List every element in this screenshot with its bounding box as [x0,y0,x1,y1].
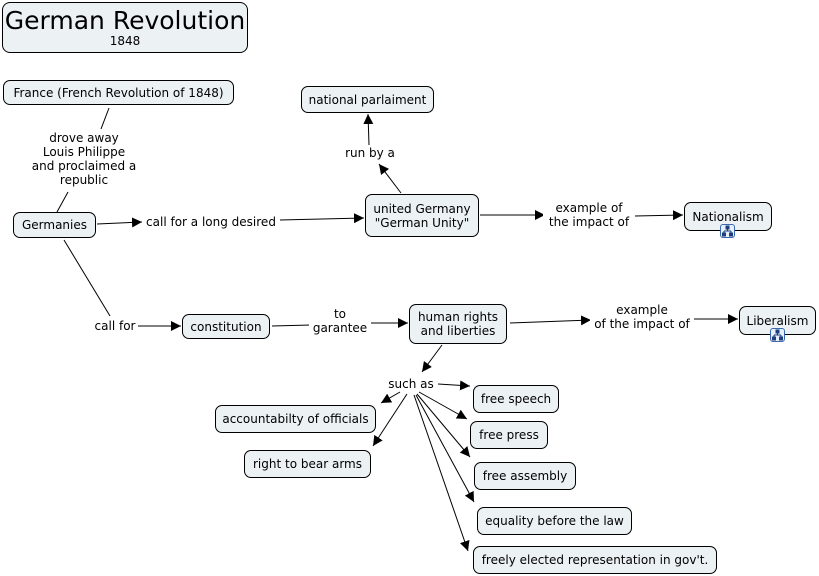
concept-free-assembly[interactable]: free assembly [474,462,576,490]
concept-label: constitution [190,319,262,334]
line-example-nationalism [633,210,684,221]
concept-free-speech[interactable]: free speech [473,385,559,413]
line-suchas-accountability [380,391,401,404]
concept-accountability[interactable]: accountabilty of officials [215,405,376,433]
line-humanrights-example [509,315,592,326]
concept-label: free assembly [482,469,568,483]
link-to-garantee[interactable]: to garantee [309,307,371,335]
concept-label: right to bear arms [253,457,362,471]
link-such-as[interactable]: such as [385,377,437,391]
concept-nationalism[interactable]: Nationalism [684,202,772,231]
concept-bear-arms[interactable]: right to bear arms [244,450,371,478]
concept-label-line2: "German Unity" [374,215,470,230]
concept-label: national parlaiment [308,92,427,107]
concept-france[interactable]: France (French Revolution of 1848) [3,80,234,105]
concept-label: Nationalism [692,209,764,224]
concept-label-line2: and liberties [420,324,496,338]
link-drove-away[interactable]: drove away Louis Philippe and proclaimed… [28,131,140,187]
line-germanies-calllong [96,217,143,228]
line-constitution-garantee [271,324,312,327]
concept-equality[interactable]: equality before the law [477,507,632,535]
concept-constitution[interactable]: constitution [182,314,270,339]
concept-label-line1: human rights [417,310,499,324]
concept-label: Germanies [21,218,88,232]
concept-elected-representation[interactable]: freely elected representation in gov't. [473,546,717,574]
concept-national-parliament[interactable]: national parlaiment [301,86,434,113]
concept-map-icon[interactable] [770,328,785,342]
concept-free-press[interactable]: free press [470,421,548,449]
map-title: German Revolution [4,6,246,35]
title-node[interactable]: German Revolution 1848 [2,2,248,53]
concept-label: Liberalism [746,313,809,328]
line-runby-parliament [363,113,374,146]
concept-liberalism[interactable]: Liberalism [739,306,816,335]
concept-label-line1: united Germany [373,201,471,216]
link-run-by[interactable]: run by a [340,146,400,160]
concept-human-rights[interactable]: human rights and liberties [409,304,507,344]
concept-label: equality before the law [485,514,624,528]
line-suchas-speech [437,380,471,391]
line-suchas-beararms [372,393,408,447]
concept-united-germany[interactable]: united Germany "German Unity" [365,194,479,237]
line-suchas-press [418,391,468,420]
link-example-nationalism[interactable]: example of the impact of [543,201,635,229]
line-suchas-equality [415,394,475,503]
link-example-liberalism[interactable]: example of the impact of [590,303,694,331]
concept-label: free speech [480,392,552,406]
line-suchas-assembly [416,393,471,458]
link-call-long-desired[interactable]: call for a long desired [144,215,278,229]
line-humanrights-suchas [421,344,443,373]
map-subtitle: 1848 [109,34,141,48]
line-drove-germanies [56,191,69,213]
concept-label: France (French Revolution of 1848) [13,85,224,100]
line-france-drove [100,107,110,130]
link-call-for[interactable]: call for [92,319,138,333]
concept-label: freely elected representation in gov't. [481,553,709,567]
line-united-runby [378,163,402,194]
concept-germanies[interactable]: Germanies [13,212,96,238]
line-calllong-united [279,213,365,224]
concept-label: free press [479,428,539,442]
concept-map-icon[interactable] [720,224,735,238]
line-suchas-elected [413,394,470,552]
concept-label: accountabilty of officials [222,412,369,426]
line-germanies-callfor [63,239,111,317]
